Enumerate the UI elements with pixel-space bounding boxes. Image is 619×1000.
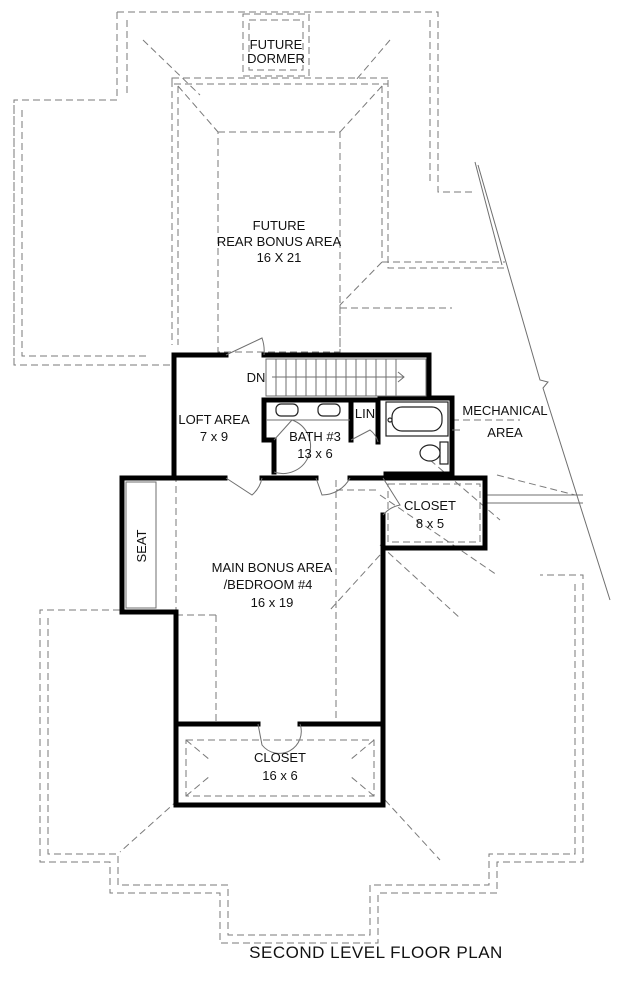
mechanical-label-2: AREA — [487, 425, 523, 440]
loft-size: 7 x 9 — [200, 429, 228, 444]
closet-small-outline — [387, 483, 481, 543]
rear-bonus-label-2: REAR BONUS AREA — [217, 234, 342, 249]
room-labels: FUTURE DORMER FUTURE REAR BONUS AREA 16 … — [134, 37, 548, 962]
closet-small-size: 8 x 5 — [416, 516, 444, 531]
main-bonus-size: 16 x 19 — [251, 595, 294, 610]
rear-bonus-size: 16 X 21 — [257, 250, 302, 265]
closet-large-outline — [185, 739, 375, 797]
stair — [265, 358, 427, 397]
closet-small-label: CLOSET — [404, 498, 456, 513]
future-dormer — [242, 13, 310, 77]
main-bonus-label-2: /BEDROOM #4 — [224, 577, 313, 592]
bath-fixtures — [266, 401, 460, 465]
seat-bench — [125, 481, 157, 609]
bath3-label: BATH #3 — [289, 429, 341, 444]
stair-down-label: DN — [247, 370, 266, 385]
rear-bonus-outline — [171, 77, 505, 353]
exterior-slope-line — [474, 161, 611, 601]
bath3-size: 13 x 6 — [297, 446, 332, 461]
loft-label: LOFT AREA — [178, 412, 250, 427]
interior-walls — [119, 352, 488, 808]
rear-bonus-label-1: FUTURE — [253, 218, 306, 233]
closet-large-label: CLOSET — [254, 750, 306, 765]
roof-outline — [13, 11, 584, 944]
plan-title: SECOND LEVEL FLOOR PLAN — [249, 943, 503, 962]
dormer-label-2: DORMER — [247, 51, 305, 66]
main-bonus-label-1: MAIN BONUS AREA — [212, 560, 333, 575]
mechanical-label-1: MECHANICAL — [462, 403, 547, 418]
doors — [225, 337, 401, 754]
closet-large-size: 16 x 6 — [262, 768, 297, 783]
dormer-label-1: FUTURE — [250, 37, 303, 52]
seat-label: SEAT — [134, 529, 149, 562]
linen-label: LIN — [355, 406, 375, 421]
